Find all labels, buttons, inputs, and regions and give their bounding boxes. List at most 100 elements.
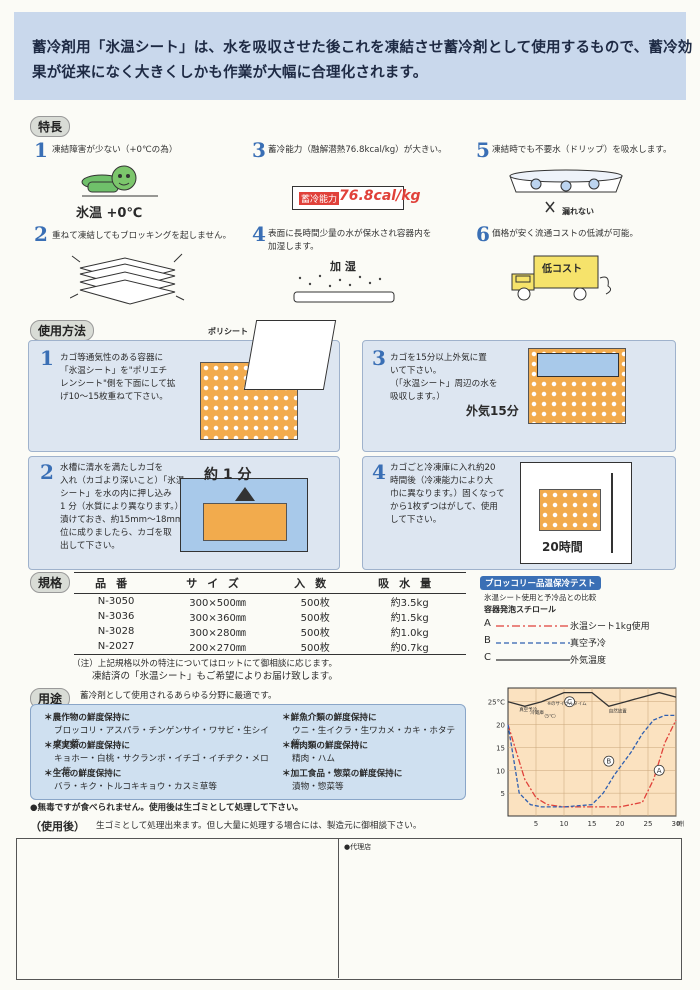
chart-annotation: 自然放置 <box>609 708 627 715</box>
usage-step-2-line-3: シート」を水の内に押し込み <box>60 489 172 499</box>
table-row: N-3036 300×360㎜ 500枚 約1.5kg <box>74 609 466 624</box>
basket-illustration-3 <box>528 348 626 424</box>
table-cell: N-3036 <box>97 611 135 622</box>
applications-intro: 蓄冷剤として使用されるあらゆる分野に最適です。 <box>80 691 277 701</box>
specs-header-size: サイズ <box>186 577 249 590</box>
legend-label-c: 外気温度 <box>570 656 607 666</box>
app-item-1-head: ＊農作物の鮮度保持に <box>44 713 130 723</box>
table-cell: 500枚 <box>300 598 330 609</box>
test-subtitle-1: 氷温シート使用と予冷品との比較 <box>484 593 597 602</box>
app-item-6: ＊加工食品・惣菜の鮮度保持に 漬物・惣菜等 <box>282 768 462 794</box>
polysheet-illustration <box>243 320 337 390</box>
capacity-display: 蓄冷能力 76.8cal/kg <box>292 186 421 210</box>
table-cell: N-2027 <box>97 641 135 652</box>
capacity-value: 76.8cal/kg <box>339 188 421 204</box>
broccoli-icon <box>81 165 158 197</box>
app-item-4-body: ウニ・生イクラ・生ワカメ・カキ・ホタテ等 <box>292 726 456 749</box>
intro-line-1: 蓄冷剤用「氷温シート」は、水を吸収させた後これを凍結させ蓄冷剤として使用するもの… <box>32 40 693 56</box>
legend-line-c <box>496 659 570 661</box>
feature-5-text: 凍結時でも不要水（ドリップ）を吸水します。 <box>492 145 672 155</box>
usage-step-2-line-4: 1 分（水質により異なります。） <box>60 502 184 512</box>
x-tick-label: 30 <box>672 820 681 828</box>
test-title: ブロッコリー品温保冷テスト <box>480 576 601 590</box>
x-tick-label: 15 <box>588 820 597 828</box>
applications-title: 用途 <box>30 688 71 709</box>
table-cell: 500枚 <box>300 643 330 654</box>
table-cell: N-3050 <box>97 596 135 607</box>
specs-header-part-number: 品番 <box>95 577 138 590</box>
table-cell: 約1.0kg <box>390 628 429 639</box>
feature-2-text: 重ねて凍結してもブロッキングを起しません。 <box>52 231 232 241</box>
push-arrow-icon <box>235 487 255 501</box>
chart-annotation: （5℃） <box>542 713 559 719</box>
table-cell: 約3.5kg <box>390 598 429 609</box>
usage-step-3-line-3: （「氷温シート」周辺の水を <box>390 379 498 389</box>
series-marker-label: C <box>567 698 572 706</box>
table-cell: N-3028 <box>97 626 135 637</box>
app-item-4: ＊鮮魚介類の鮮度保持に ウニ・生イクラ・生ワカメ・カキ・ホタテ等 <box>282 712 462 751</box>
usage-step-1-line-3: レンシート"側を下面にして拡 <box>60 379 176 389</box>
usage-step-4-line-5: して下さい。 <box>390 515 442 525</box>
usage-step-1-line-1: カゴ等通気性のある容器に <box>60 353 164 363</box>
app-item-2-head: ＊果実類の鮮度保持に <box>44 741 130 751</box>
usage-title: 使用方法 <box>30 320 95 341</box>
test-subtitle-2: 容器発泡スチロール <box>484 605 556 614</box>
usage-step-3-text: カゴを15分以上外気に置 いて下さい。 （「氷温シート」周辺の水を 吸収します。… <box>390 352 510 404</box>
specs-header-row: 品番 サイズ 入数 吸水量 <box>74 573 466 594</box>
mist-icon <box>293 274 395 303</box>
features-title: 特長 <box>30 116 71 137</box>
intro-line-2: 果が従来になく大きくしかも作業が大幅に合理化されます。 <box>32 65 428 81</box>
applications-panel <box>30 704 466 800</box>
app-item-3: ＊生花の鮮度保持に バラ・キク・トルコキキョウ・カスミ草等 <box>44 768 274 794</box>
feature-4-text: 表面に長時間少量の水が保水され容器内を加湿します。 <box>268 229 432 252</box>
series-b-line <box>507 714 676 808</box>
legend-line-b <box>496 642 570 644</box>
tray-icon <box>509 169 623 213</box>
agent-label: ●代理店 <box>344 843 372 851</box>
app-item-1-body: ブロッコリ・アスパラ・チンゲンサイ・ワサビ・生シイタケ等 <box>54 726 269 749</box>
feature-3-number: 3 <box>252 138 266 162</box>
frozen-basket <box>539 489 601 531</box>
legend-key-c: C <box>484 652 491 663</box>
table-cell: 300×280㎜ <box>189 628 246 639</box>
chart-legend: A 氷温シート1kg使用 B 真空予冷 C 外気温度 <box>484 618 684 670</box>
after-use-text: 生ゴミとして処理出来ます。但し大量に処理する場合には、製造元に御相談下さい。 <box>96 821 422 831</box>
usage-step-1-number: 1 <box>40 346 54 370</box>
usage-step-4-text: カゴごと冷凍庫に入れ約20 時間後（冷凍能力により大 巾に異なります。）固くなっ… <box>390 462 508 527</box>
legend-key-b: B <box>484 635 491 646</box>
feature-6-number: 6 <box>476 222 490 246</box>
app-item-5-head: ＊精肉類の鮮度保持に <box>282 741 368 751</box>
truck-illustration <box>508 248 618 306</box>
series-marker-circle <box>564 696 575 708</box>
table-cell: 300×360㎜ <box>189 613 246 624</box>
table-row: N-2027 200×270㎜ 500枚 約0.7kg <box>74 639 466 655</box>
usage-step-1-line-4: げ10〜15枚重ねて下さい。 <box>60 392 168 402</box>
app-item-1: ＊農作物の鮮度保持に ブロッコリ・アスパラ・チンゲンサイ・ワサビ・生シイタケ等 <box>44 712 274 751</box>
app-item-6-body: 漬物・惣菜等 <box>292 782 344 792</box>
feature-6-illus-label: 低コスト <box>542 264 582 275</box>
usage-step-4-number: 4 <box>372 460 386 484</box>
feature-1-illus-label: 氷温 +0℃ <box>76 206 143 221</box>
sheet-stack-icon <box>69 253 185 305</box>
legend-key-a: A <box>484 618 491 629</box>
stacked-sheets-illustration <box>69 248 190 308</box>
usage-step-2-line-5: 漬けておき、約15mm〜18mm <box>60 515 184 525</box>
agent-box <box>16 838 682 980</box>
x-tick-label: 25 <box>644 820 653 828</box>
usage-step-3-line-1: カゴを15分以上外気に置 <box>390 353 487 363</box>
chart-annotation: 真空予冷 <box>519 706 537 713</box>
table-row: N-3028 300×280㎜ 500枚 約1.0kg <box>74 624 466 639</box>
series-marker-circle <box>603 755 615 767</box>
frozen-vegetable-illustration <box>78 160 198 220</box>
table-row: N-3050 300×500㎜ 500枚 約3.5kg <box>74 594 466 609</box>
specs-title: 規格 <box>30 572 71 593</box>
usage-step-4-line-2: 時間後（冷凍能力により大 <box>390 476 493 486</box>
feature-3-text: 蓄冷能力（融解潜熱76.8kcal/kg）が大きい。 <box>268 145 447 155</box>
app-item-5-body: 精肉・ハム <box>292 754 335 764</box>
water-tank-illustration <box>180 478 308 552</box>
intro-text: 蓄冷剤用「氷温シート」は、水を吸収させた後これを凍結させ蓄冷剤として使用するもの… <box>32 36 693 86</box>
specs-note-2: 凍結済の「氷温シート」もご希望によりお届け致します。 <box>92 671 338 682</box>
y-tick-label: 10 <box>496 767 505 775</box>
feature-1-text: 凍結障害が少ない（+0℃の為） <box>52 145 178 155</box>
series-marker-label: A <box>657 767 662 775</box>
